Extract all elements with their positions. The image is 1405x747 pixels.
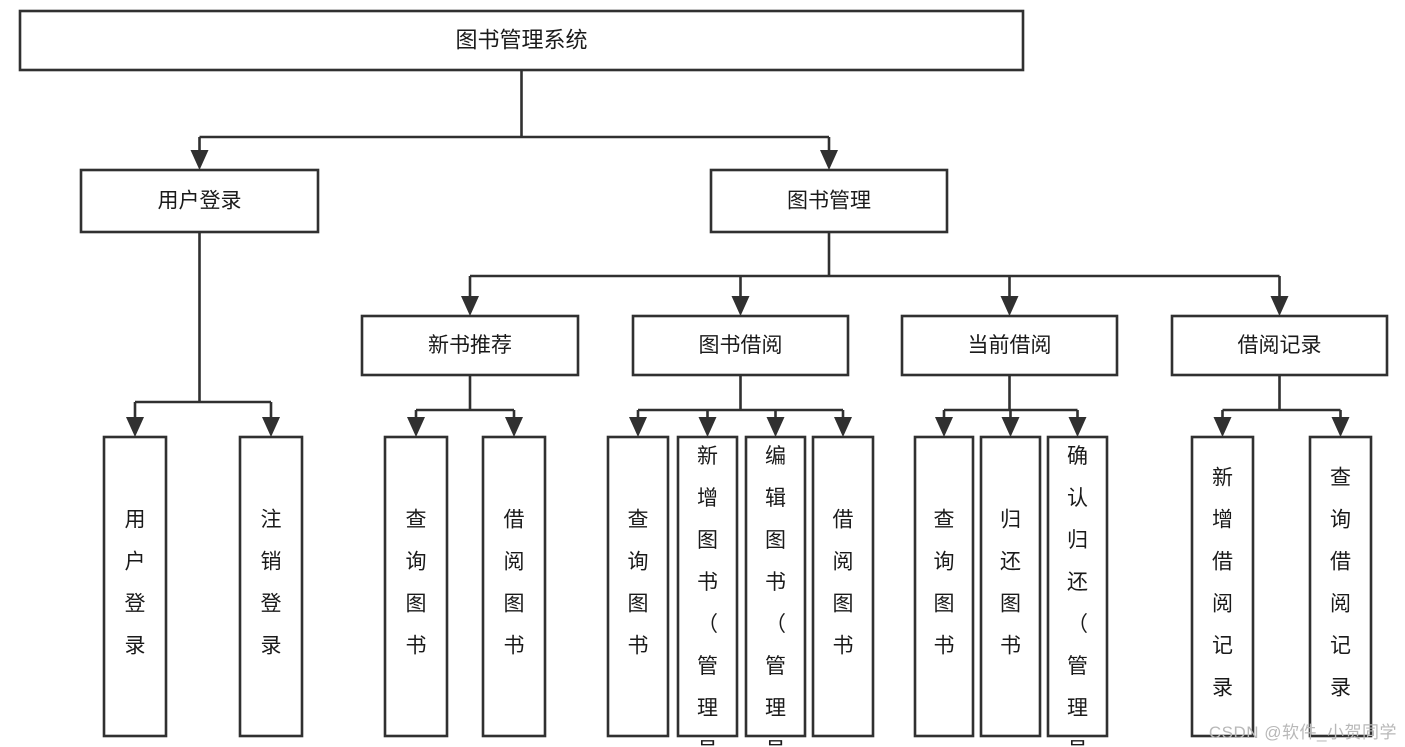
- arrow-head-icon: [1270, 296, 1289, 316]
- node-root-system[interactable]: 图书管理系统: [18, 9, 1025, 72]
- node-borrow-record-box: [1170, 314, 1389, 377]
- node-leaf-confirm-return-admin[interactable]: 确认归还（管理员）: [1046, 435, 1109, 747]
- node-leaf-borrow-book-rec-label: 借阅图书: [504, 509, 525, 658]
- node-boxes-group: 图书管理系统用户登录图书管理新书推荐图书借阅当前借阅借阅记录用户登录注销登录查询…: [18, 9, 1389, 747]
- node-leaf-confirm-return-admin-label: 确认归还（管理员）: [1067, 445, 1088, 747]
- connector-bookmanage-to-level3: [461, 232, 1289, 316]
- node-leaf-query-borrow-record[interactable]: 查询借阅记录: [1308, 435, 1373, 738]
- node-leaf-add-borrow-record[interactable]: 新增借阅记录: [1190, 435, 1255, 738]
- node-leaf-query-book-current[interactable]: 查询图书: [913, 435, 975, 738]
- node-leaf-borrow-book[interactable]: 借阅图书: [811, 435, 875, 738]
- node-leaf-logout-box: [238, 435, 304, 738]
- node-leaf-query-book-current-box: [913, 435, 975, 738]
- node-leaf-return-book[interactable]: 归还图书: [979, 435, 1042, 738]
- node-new-book-recommend[interactable]: 新书推荐: [360, 314, 580, 377]
- node-leaf-query-book-rec-box: [383, 435, 449, 738]
- node-leaf-borrow-book-rec[interactable]: 借阅图书: [481, 435, 547, 738]
- connector-borrow-record-to-leaves: [1213, 375, 1350, 437]
- node-leaf-logout-label: 注销登录: [261, 509, 282, 658]
- arrow-head-icon: [262, 417, 280, 437]
- arrow-head-icon: [820, 150, 838, 170]
- connector-userlogin-to-leaves: [126, 232, 280, 437]
- arrow-head-icon: [190, 150, 209, 170]
- node-leaf-query-borrow-record-label: 查询借阅记录: [1330, 467, 1351, 700]
- node-user-login-box: [79, 168, 320, 234]
- node-leaf-add-book-admin-label: 新增图书（管理员）: [697, 445, 718, 747]
- node-book-borrow-label: 图书借阅: [699, 334, 783, 357]
- arrow-head-icon: [1068, 417, 1087, 437]
- node-leaf-query-borrow-record-box: [1308, 435, 1373, 738]
- arrow-head-icon: [834, 417, 852, 437]
- node-leaf-query-book-borrow[interactable]: 查询图书: [606, 435, 670, 738]
- arrow-head-icon: [407, 417, 425, 437]
- node-leaf-query-book-borrow-label: 查询图书: [628, 509, 649, 658]
- connector-new-book-recommend-to-leaves: [407, 375, 523, 437]
- node-current-borrow[interactable]: 当前借阅: [900, 314, 1119, 377]
- node-leaf-query-book-rec[interactable]: 查询图书: [383, 435, 449, 738]
- node-current-borrow-label: 当前借阅: [968, 334, 1052, 357]
- node-leaf-borrow-book-box: [811, 435, 875, 738]
- node-book-manage[interactable]: 图书管理: [709, 168, 949, 234]
- csdn-watermark: CSDN @软件_小贺同学: [1208, 723, 1397, 742]
- arrow-head-icon: [629, 417, 647, 437]
- node-new-book-recommend-box: [360, 314, 580, 377]
- arrow-head-icon: [698, 417, 717, 437]
- node-leaf-query-book-current-label: 查询图书: [934, 509, 955, 658]
- node-leaf-logout[interactable]: 注销登录: [238, 435, 304, 738]
- connector-book-borrow-to-leaves: [629, 375, 852, 437]
- connector-root-to-level2: [190, 70, 838, 170]
- node-leaf-borrow-book-rec-box: [481, 435, 547, 738]
- node-leaf-user-login-label: 用户登录: [125, 509, 146, 658]
- arrow-head-icon: [731, 296, 750, 316]
- arrow-head-icon: [505, 417, 523, 437]
- node-leaf-edit-book-admin-box: [744, 435, 807, 738]
- arrow-head-icon: [935, 417, 953, 437]
- node-leaf-borrow-book-label: 借阅图书: [833, 509, 854, 658]
- arrow-head-icon: [1001, 417, 1020, 437]
- node-borrow-record-label: 借阅记录: [1238, 334, 1322, 357]
- node-leaf-add-book-admin[interactable]: 新增图书（管理员）: [676, 435, 739, 747]
- node-user-login[interactable]: 用户登录: [79, 168, 320, 234]
- node-leaf-user-login-box: [102, 435, 168, 738]
- node-leaf-query-book-borrow-box: [606, 435, 670, 738]
- node-current-borrow-box: [900, 314, 1119, 377]
- node-leaf-add-borrow-record-box: [1190, 435, 1255, 738]
- node-leaf-add-book-admin-box: [676, 435, 739, 738]
- node-book-borrow[interactable]: 图书借阅: [631, 314, 850, 377]
- node-leaf-confirm-return-admin-box: [1046, 435, 1109, 738]
- node-root-system-box: [18, 9, 1025, 72]
- arrow-head-icon: [126, 417, 144, 437]
- node-borrow-record[interactable]: 借阅记录: [1170, 314, 1389, 377]
- node-leaf-return-book-label: 归还图书: [1000, 509, 1021, 658]
- node-leaf-edit-book-admin[interactable]: 编辑图书（管理员）: [744, 435, 807, 747]
- arrow-head-icon: [766, 417, 785, 437]
- node-leaf-add-borrow-record-label: 新增借阅记录: [1212, 467, 1233, 700]
- node-leaf-user-login[interactable]: 用户登录: [102, 435, 168, 738]
- connector-lines-group: [126, 70, 1350, 437]
- connector-current-borrow-to-leaves: [935, 375, 1087, 437]
- node-book-manage-label: 图书管理: [787, 190, 871, 213]
- node-leaf-edit-book-admin-label: 编辑图书（管理员）: [765, 445, 786, 747]
- arrow-head-icon: [1331, 417, 1350, 437]
- node-book-borrow-box: [631, 314, 850, 377]
- node-leaf-return-book-box: [979, 435, 1042, 738]
- arrow-head-icon: [461, 296, 479, 316]
- node-user-login-label: 用户登录: [158, 190, 242, 213]
- node-root-system-label: 图书管理系统: [455, 27, 587, 52]
- node-book-manage-box: [709, 168, 949, 234]
- arrow-head-icon: [1213, 417, 1232, 437]
- arrow-head-icon: [1000, 296, 1019, 316]
- node-new-book-recommend-label: 新书推荐: [428, 334, 512, 357]
- node-leaf-query-book-rec-label: 查询图书: [406, 509, 427, 658]
